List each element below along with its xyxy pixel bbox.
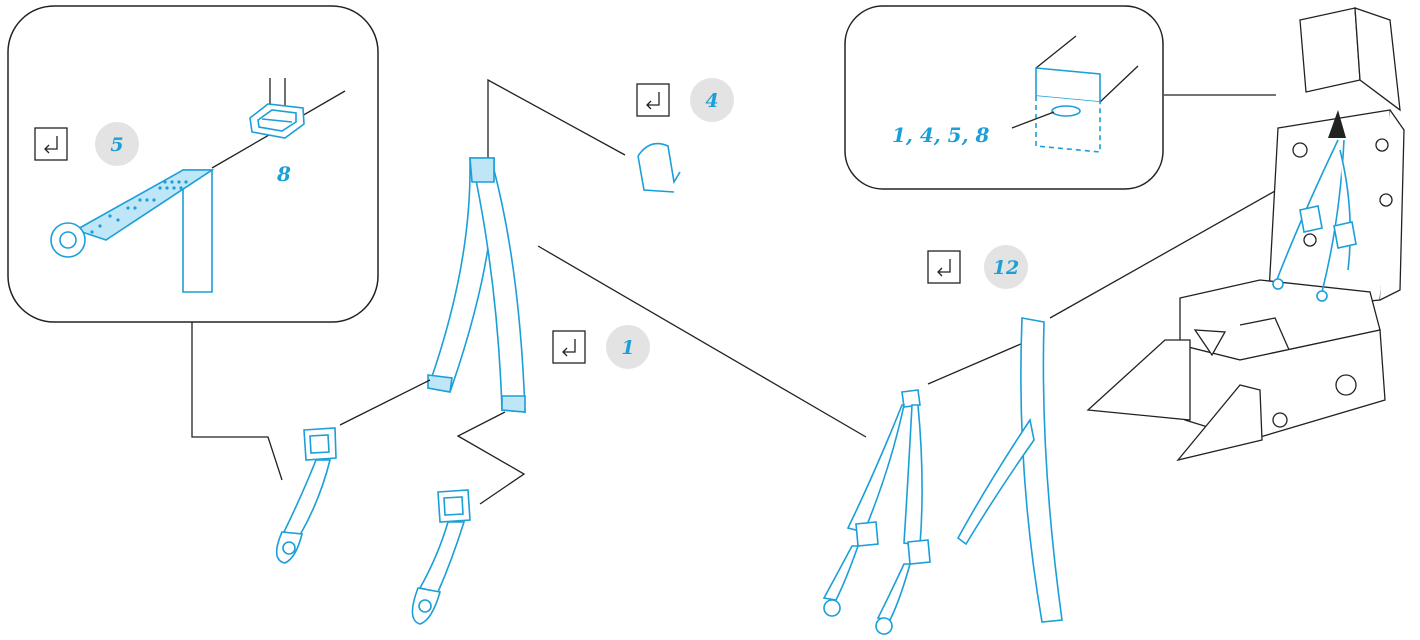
bend-arrow-icon [552,330,586,364]
step-badge-12: 12 [927,245,1028,289]
step-number: 12 [993,257,1019,279]
part-label-1-4-5-8: 1, 4, 5, 8 [892,123,990,147]
bend-arrow-glyph [562,339,576,357]
leader-line [456,411,526,505]
clip-part [637,142,681,193]
step-badge-5: 5 [34,122,139,166]
leader-line [927,339,1031,385]
step-number: 4 [705,90,718,112]
bend-arrow-icon [636,83,670,117]
leader-line [339,379,431,426]
buckle-part-8 [249,78,305,139]
step-number: 5 [110,134,123,156]
bend-arrow-glyph [646,92,660,110]
bend-arrow-icon [927,250,961,284]
bend-arrow-glyph [937,259,951,277]
shoulder-harness-strap [426,157,526,413]
part-label-8: 8 [276,162,291,186]
step-badge-1: 1 [552,325,650,369]
bend-arrow-icon [34,127,68,161]
step-number: 1 [621,337,634,359]
leader-line [537,245,867,438]
leader-line [487,78,626,160]
lap-belt-buckle-right [411,489,471,625]
detail-inset-left: 5 8 [7,5,379,323]
step-badge-4: 4 [636,78,734,122]
leader-line [191,322,283,481]
lap-belt-buckle-left [275,427,337,564]
ejection-seat [1086,7,1405,462]
detail-inset-right: 1, 4, 5, 8 [844,5,1164,190]
assembled-harness [822,317,1063,635]
strap-part-5 [50,169,215,293]
bend-arrow-glyph [44,136,58,154]
